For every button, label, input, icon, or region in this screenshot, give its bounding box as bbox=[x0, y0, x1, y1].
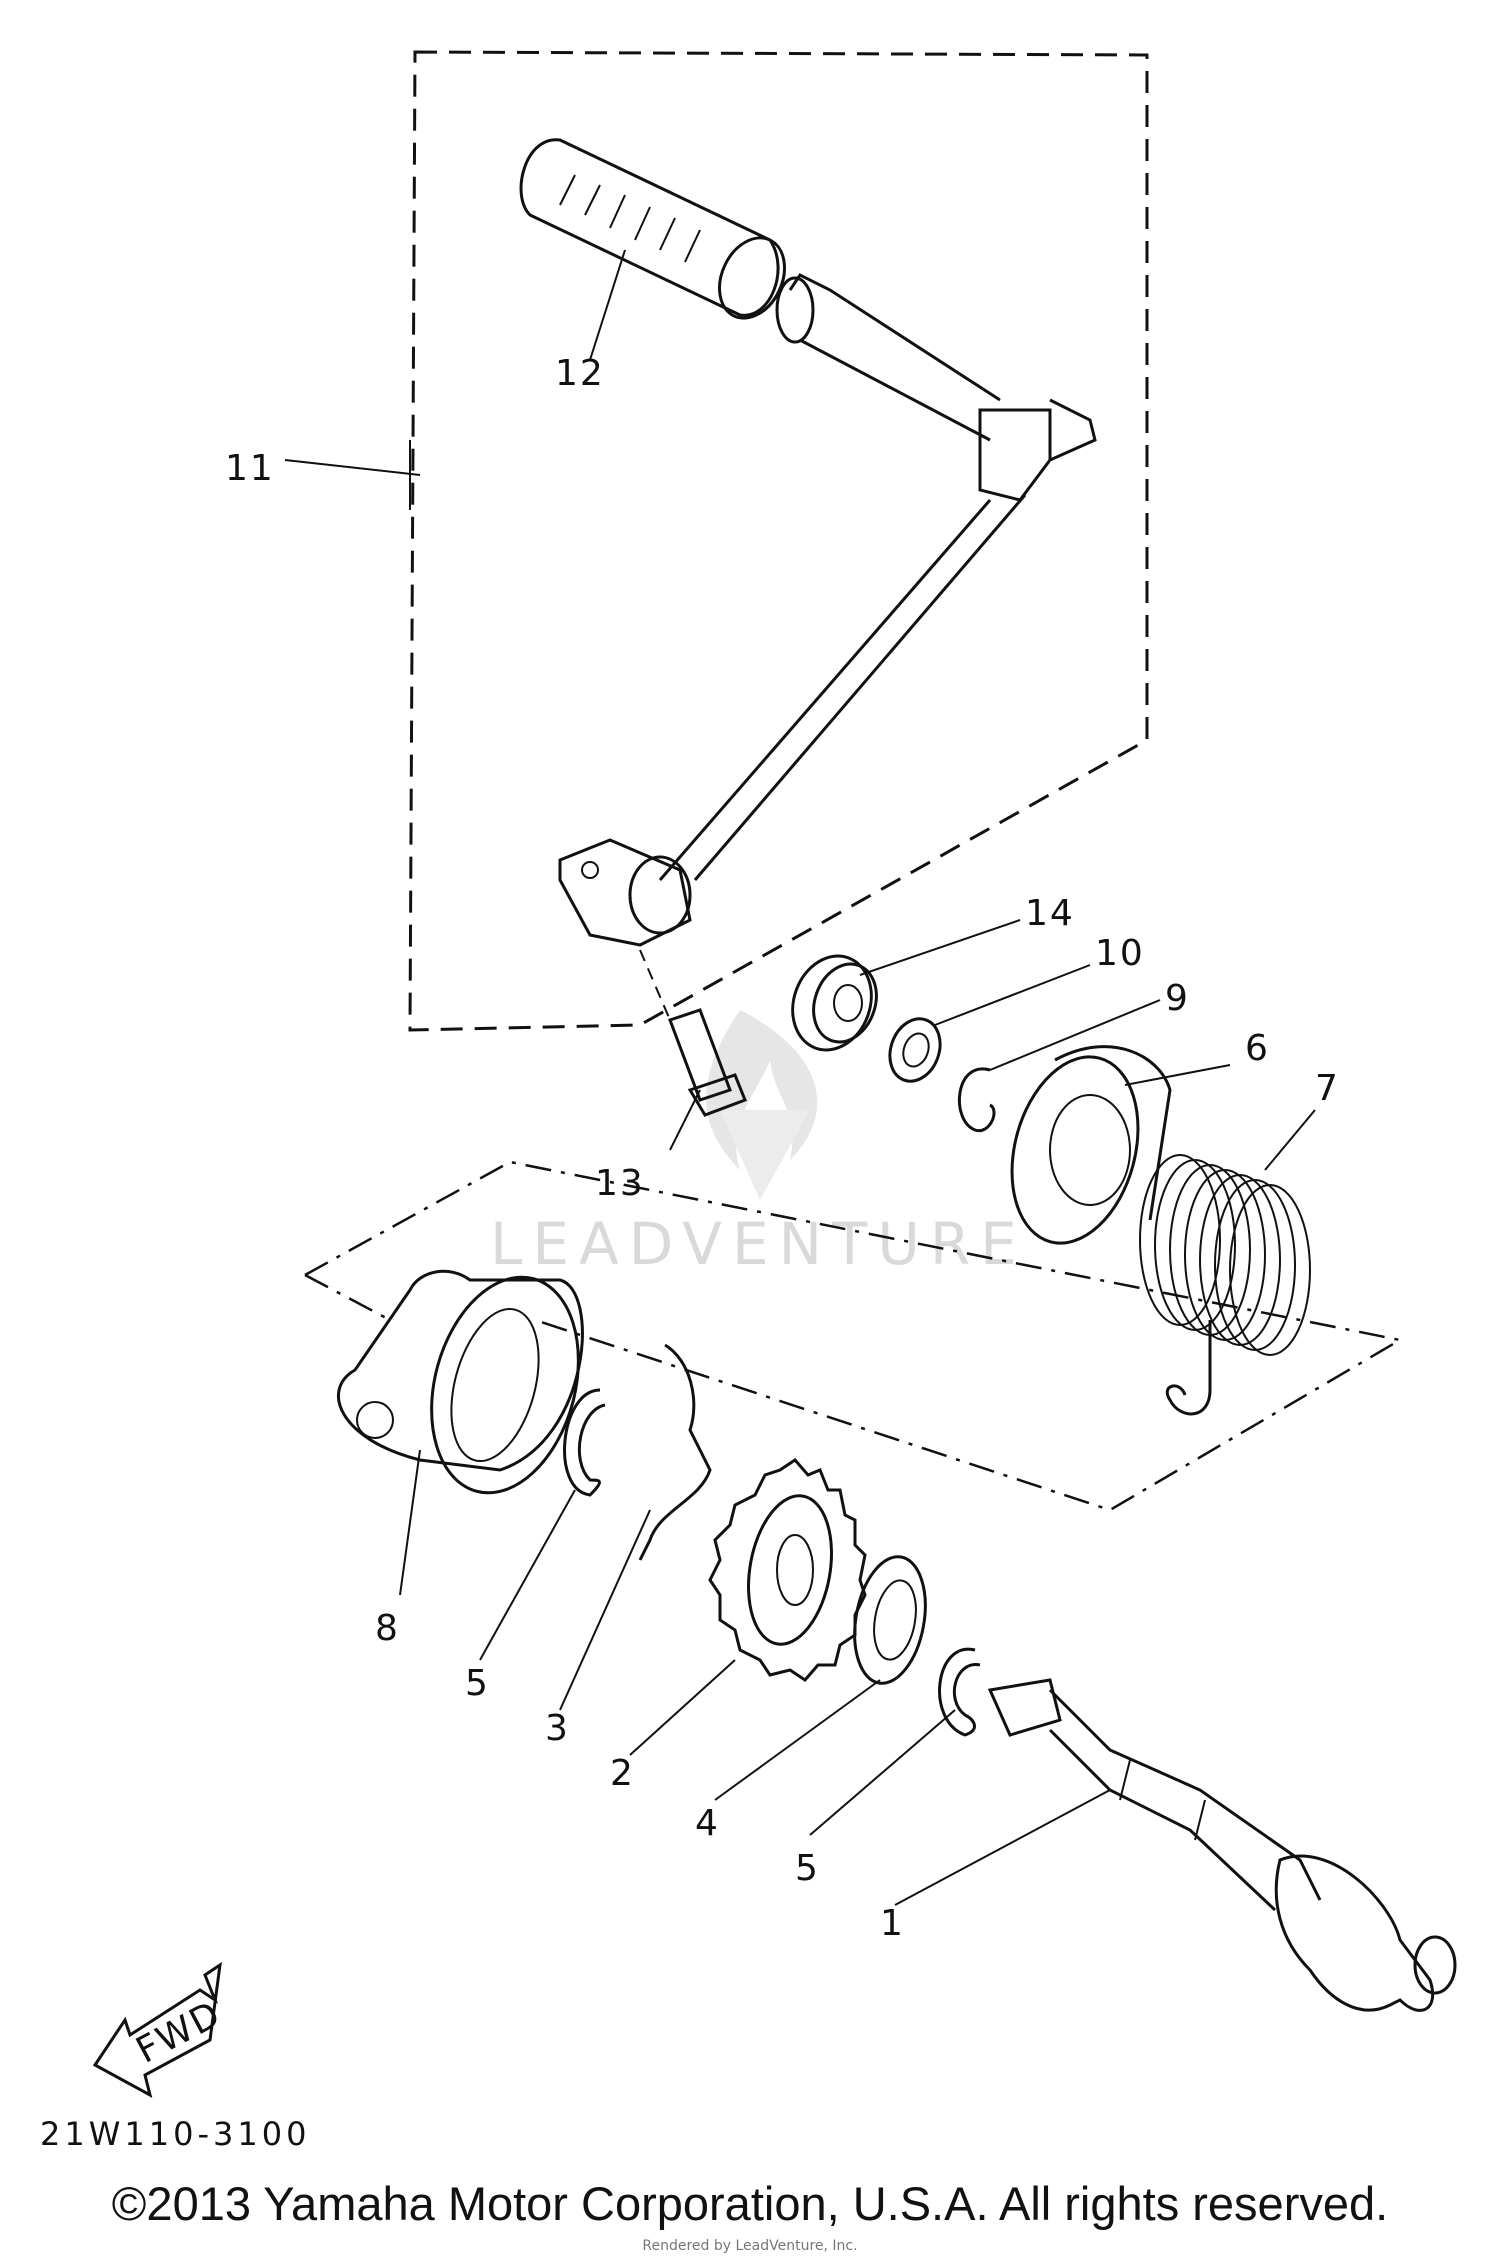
washer-4 bbox=[853, 1555, 927, 1685]
callout-12: 12 bbox=[555, 353, 605, 394]
kick-crank-assembly-boundary bbox=[408, 50, 1149, 1032]
rendered-by-note: Rendered by LeadVenture, Inc. bbox=[642, 2238, 858, 2254]
callout-10: 10 bbox=[1095, 933, 1145, 974]
spring-cover bbox=[1010, 1045, 1172, 1245]
bearing bbox=[791, 954, 878, 1052]
clip-spring bbox=[638, 1343, 712, 1561]
washer-4-inner bbox=[873, 1579, 917, 1661]
callout-labels: 11 12 14 10 9 6 7 13 8 5 3 2 4 5 1 bbox=[225, 353, 1340, 1944]
washer-10-inner bbox=[902, 1032, 930, 1068]
assembly-alignment-lines bbox=[304, 1160, 1404, 1512]
callout-8: 8 bbox=[375, 1608, 400, 1649]
callout-5-lower: 5 bbox=[795, 1848, 820, 1889]
callout-7: 7 bbox=[1315, 1068, 1340, 1109]
callout-9: 9 bbox=[1165, 978, 1190, 1019]
callout-4: 4 bbox=[695, 1803, 720, 1844]
callout-6: 6 bbox=[1245, 1028, 1270, 1069]
part-code: 21W110-3100 bbox=[40, 2115, 310, 2153]
torsion-spring bbox=[1139, 1154, 1311, 1416]
callout-11: 11 bbox=[225, 448, 275, 489]
circlip-5-lower bbox=[938, 1647, 981, 1737]
watermark-text: LEADVENTURE bbox=[490, 1210, 1027, 1278]
callout-5-upper: 5 bbox=[465, 1663, 490, 1704]
kick-crank-arm bbox=[558, 273, 1097, 947]
washer-10 bbox=[888, 1017, 942, 1083]
callout-13: 13 bbox=[595, 1163, 645, 1204]
kick-shaft bbox=[987, 1678, 1457, 2012]
pinch-bolt bbox=[639, 949, 747, 1117]
circlip-9 bbox=[957, 1067, 996, 1133]
fwd-arrow: FWD bbox=[92, 1961, 228, 2098]
ratchet-housing bbox=[337, 1269, 584, 1495]
callout-3: 3 bbox=[545, 1708, 570, 1749]
kick-grip bbox=[519, 138, 786, 320]
kick-gear bbox=[708, 1458, 867, 1682]
circlip-5-upper bbox=[563, 1388, 606, 1497]
callout-2: 2 bbox=[610, 1753, 635, 1794]
leadventure-watermark: LEADVENTURE bbox=[490, 1010, 1027, 1278]
leader-lines bbox=[284, 249, 1316, 1906]
callout-1: 1 bbox=[880, 1903, 905, 1944]
copyright-notice: ©2013 Yamaha Motor Corporation, U.S.A. A… bbox=[111, 2177, 1389, 2230]
callout-14: 14 bbox=[1025, 893, 1075, 934]
